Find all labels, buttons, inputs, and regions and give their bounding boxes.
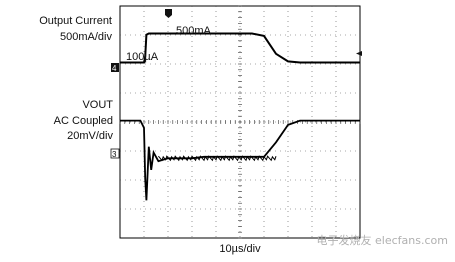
vout-coupling: AC Coupled (54, 115, 113, 127)
traces (120, 32, 360, 201)
trigger-level-marker (356, 51, 362, 56)
current-trace (120, 32, 360, 64)
ch3-marker-label: 3 (112, 150, 117, 159)
vout-noise (158, 155, 277, 162)
current-scale: 500mA/div (60, 31, 112, 43)
vout-title: VOUT (82, 99, 113, 111)
current-title: Output Current (39, 15, 112, 27)
ch3-marker-box (110, 148, 120, 159)
ch4-marker-box (111, 63, 119, 72)
vout-scale: 20mV/div (67, 130, 113, 142)
grid (119, 5, 361, 239)
current-low-label: 100µA (126, 51, 159, 63)
ch4-marker-label: 4 (112, 64, 117, 73)
trigger-position-marker (165, 9, 172, 18)
timebase-label: 10µs/div (219, 243, 261, 255)
watermark: 电子发烧友 elecfans.com (317, 233, 448, 247)
current-high-label: 500mA (176, 25, 212, 37)
vout-trace (120, 119, 360, 201)
